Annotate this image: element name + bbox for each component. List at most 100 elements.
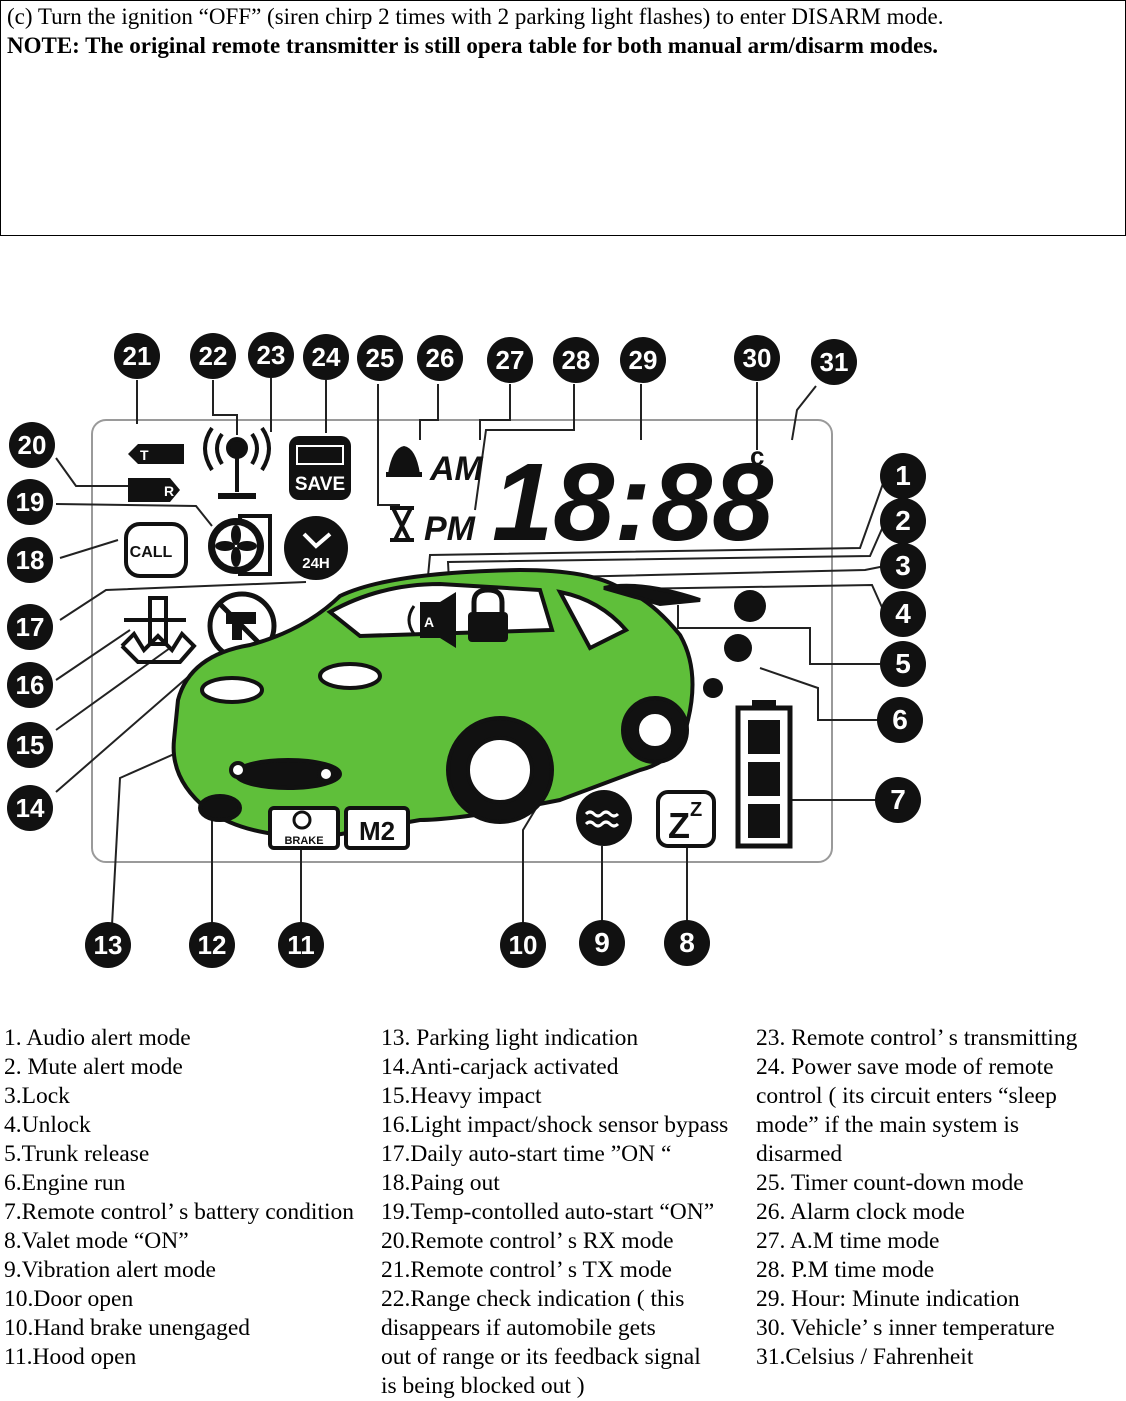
callout-12: 12 xyxy=(189,922,235,968)
callout-number: 18 xyxy=(16,545,45,575)
legend-item: 7.Remote control’ s battery condition xyxy=(4,1199,355,1225)
legend-item: 10.Door open xyxy=(4,1286,134,1312)
callout-30: 30 xyxy=(734,335,780,381)
callout-badge xyxy=(85,922,131,968)
legend-item: 2. Mute alert mode xyxy=(4,1054,183,1080)
callout-23: 23 xyxy=(248,332,294,378)
callout-29: 29 xyxy=(620,337,666,383)
legend-item: 3.Lock xyxy=(4,1083,70,1109)
callout-22: 22 xyxy=(190,333,236,379)
callout-14: 14 xyxy=(7,785,53,831)
callout-badge xyxy=(189,922,235,968)
callout-number: 29 xyxy=(629,345,658,375)
shock-sensor-icon xyxy=(120,596,197,664)
legend-item: 6.Engine run xyxy=(4,1170,126,1196)
callout-24: 24 xyxy=(303,334,349,380)
callout-number: 30 xyxy=(743,343,772,373)
legend-item: 26. Alarm clock mode xyxy=(756,1199,965,1225)
callout-number: 3 xyxy=(895,550,911,581)
lock-icon xyxy=(468,587,508,642)
callout-number: 5 xyxy=(895,648,911,679)
callout-number: 26 xyxy=(426,343,455,373)
callout-number: 19 xyxy=(16,487,45,517)
callout-number: 10 xyxy=(509,930,538,960)
callout-badge xyxy=(811,339,857,385)
callout-17: 17 xyxy=(7,604,53,650)
legend-item: 8.Valet mode “ON” xyxy=(4,1228,189,1254)
callout-number: 21 xyxy=(123,341,152,371)
legend-item: disarmed xyxy=(756,1141,843,1167)
legend-item: 27. A.M time mode xyxy=(756,1228,940,1254)
callout-number: 11 xyxy=(287,930,315,960)
callout-16: 16 xyxy=(7,662,53,708)
callout-badge xyxy=(880,591,926,637)
callout-badge xyxy=(620,337,666,383)
callout-number: 20 xyxy=(18,430,47,460)
callout-badge xyxy=(7,537,53,583)
callout-10: 10 xyxy=(500,922,546,968)
callout-badge xyxy=(7,479,53,525)
callout-badge xyxy=(877,697,923,743)
leader-lines xyxy=(55,378,886,926)
callout-badge xyxy=(357,335,403,381)
audio-mute-icon: A xyxy=(407,592,456,648)
auto-start-clock-icon: 24H xyxy=(284,516,348,580)
callout-badge xyxy=(303,334,349,380)
callout-number: 12 xyxy=(198,930,227,960)
callout-badge xyxy=(278,922,324,968)
legend-item: 29. Hour: Minute indication xyxy=(756,1286,1020,1312)
callout-badge xyxy=(114,333,160,379)
hour-minute-digits: 18:88 xyxy=(492,441,774,564)
callout-number: 23 xyxy=(257,340,286,370)
callout-number: 16 xyxy=(16,670,45,700)
callout-8: 8 xyxy=(664,920,710,966)
legend-item: 1. Audio alert mode xyxy=(4,1025,191,1051)
legend-item: 24. Power save mode of remote xyxy=(756,1054,1054,1080)
callout-badge xyxy=(7,604,53,650)
legend-item: 11.Hood open xyxy=(4,1344,137,1370)
callout-badge xyxy=(880,543,926,589)
callout-number: 27 xyxy=(496,345,525,375)
callout-badge xyxy=(7,785,53,831)
callout-number: 31 xyxy=(820,347,849,377)
tx-mode-icon: T xyxy=(128,444,184,464)
legend-item: out of range or its feedback signal xyxy=(381,1344,701,1370)
vibration-alert-icon xyxy=(576,790,632,846)
callout-1: 1 xyxy=(880,453,926,499)
callout-20: 20 xyxy=(9,422,55,468)
save-label: SAVE xyxy=(295,474,345,495)
callout-21: 21 xyxy=(114,333,160,379)
legend-item: 20.Remote control’ s RX mode xyxy=(381,1228,674,1254)
callout-6: 6 xyxy=(877,697,923,743)
note-box: (c) Turn the ignition “OFF” (siren chirp… xyxy=(0,0,1126,236)
legend-item: 17.Daily auto-start time ”ON “ xyxy=(381,1141,672,1167)
svg-text:Z: Z xyxy=(690,799,702,821)
callout-number: 13 xyxy=(94,930,123,960)
callout-number: 17 xyxy=(16,612,45,642)
save-icon: SAVE xyxy=(289,436,351,500)
callout-3: 3 xyxy=(880,543,926,589)
callout-number: 24 xyxy=(312,342,341,372)
valet-mode-icon: Z Z xyxy=(656,790,716,848)
callout-number: 2 xyxy=(895,505,911,536)
m2-icon: M2 xyxy=(344,806,410,850)
legend-item: 18.Paing out xyxy=(381,1170,500,1196)
legend-item: 30. Vehicle’ s inner temperature xyxy=(756,1315,1055,1341)
legend-item: 25. Timer count-down mode xyxy=(756,1170,1024,1196)
legend-item: 28. P.M time mode xyxy=(756,1257,935,1283)
hourglass-icon xyxy=(389,506,415,542)
legend-item: disappears if automobile gets xyxy=(381,1315,656,1341)
pm-indicator: PM xyxy=(424,510,476,548)
callout-badge xyxy=(880,498,926,544)
tx-letter: T xyxy=(140,447,149,463)
callout-number: 22 xyxy=(199,341,228,371)
callout-31: 31 xyxy=(811,339,857,385)
callout-badge xyxy=(880,453,926,499)
lcd-frame xyxy=(91,419,833,863)
callout-18: 18 xyxy=(7,537,53,583)
callout-7: 7 xyxy=(875,777,921,823)
callout-26: 26 xyxy=(417,335,463,381)
legend-item: is being blocked out ) xyxy=(381,1373,585,1399)
